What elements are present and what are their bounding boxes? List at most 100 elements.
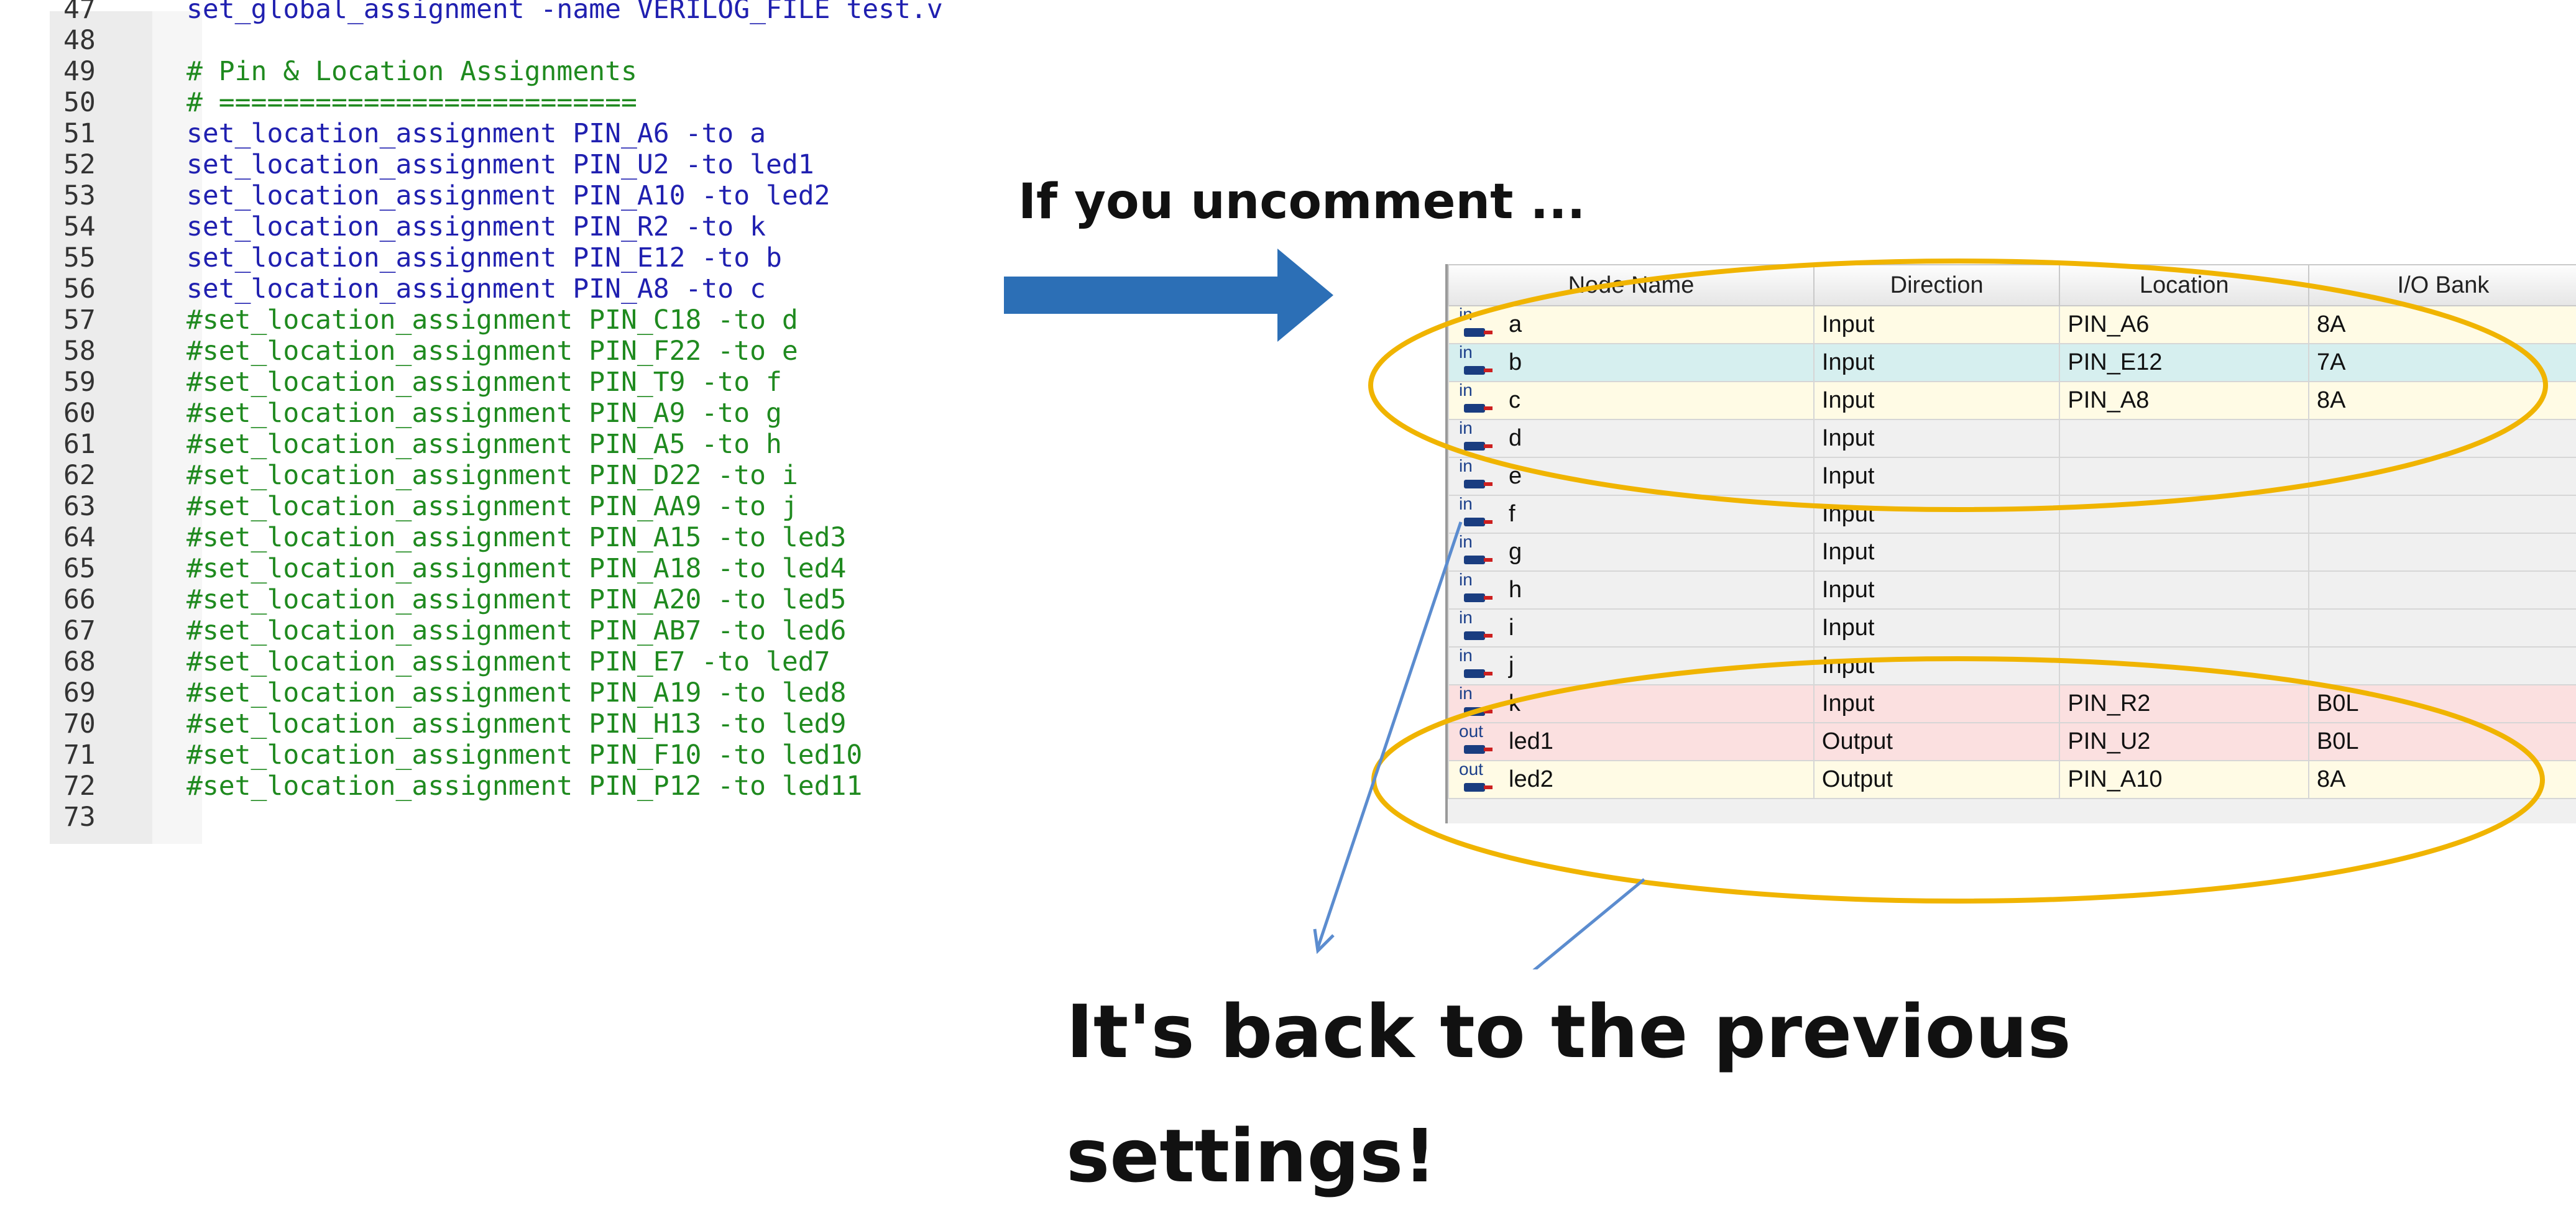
- code-text: #set_location_assignment PIN_A9 -to g: [186, 398, 782, 429]
- code-line: 73: [50, 802, 1019, 833]
- code-text: # ==========================: [186, 87, 637, 118]
- pin-direction-label: in: [1459, 683, 1473, 703]
- right-arrow-icon: [1004, 249, 1333, 342]
- code-line: 60 #set_location_assignment PIN_A9 -to g: [50, 398, 1019, 429]
- pin-body-shape: [1464, 327, 1485, 337]
- cell-location[interactable]: [2059, 419, 2309, 458]
- cell-io-bank[interactable]: 7A: [2307, 343, 2576, 382]
- cell-location[interactable]: PIN_R2: [2059, 684, 2309, 723]
- code-text: #set_location_assignment PIN_F10 -to led…: [186, 740, 863, 771]
- cell-direction[interactable]: Input: [1813, 305, 2061, 344]
- cell-io-bank[interactable]: [2307, 495, 2576, 534]
- highlight-ellipse-bottom: [1371, 656, 2545, 904]
- input-pin-icon: in: [1456, 380, 1500, 416]
- cell-io-bank[interactable]: 8A: [2307, 381, 2576, 420]
- code-text: #set_location_assignment PIN_T9 -to f: [186, 367, 782, 398]
- cell-direction[interactable]: Input: [1813, 343, 2061, 382]
- cell-location[interactable]: PIN_U2: [2059, 722, 2309, 761]
- output-pin-icon: out: [1456, 721, 1500, 758]
- output-pin-icon: out: [1456, 759, 1500, 795]
- pin-planner-panel[interactable]: Node Name Direction Location I/O Bank in…: [1445, 264, 2576, 823]
- pin-body-shape: [1464, 479, 1485, 488]
- code-line: 71#set_location_assignment PIN_F10 -to l…: [50, 740, 1019, 771]
- cell-io-bank[interactable]: [2307, 533, 2576, 572]
- pin-direction-label: out: [1459, 759, 1483, 779]
- code-text: #set_location_assignment PIN_A15 -to led…: [186, 522, 847, 553]
- line-number: 72: [63, 771, 96, 802]
- cell-direction[interactable]: Input: [1813, 684, 2061, 723]
- cell-location[interactable]: PIN_E12: [2059, 343, 2309, 382]
- line-number: 60: [63, 398, 96, 429]
- code-line: 63#set_location_assignment PIN_AA9 -to j: [50, 491, 1019, 522]
- column-header-direction[interactable]: Direction: [1813, 264, 2061, 306]
- pin-direction-label: in: [1459, 645, 1473, 665]
- cell-direction[interactable]: Input: [1813, 495, 2061, 534]
- input-pin-icon: in: [1456, 456, 1500, 492]
- pin-tip-shape: [1484, 406, 1493, 410]
- cell-location[interactable]: PIN_A10: [2059, 760, 2309, 799]
- cell-io-bank[interactable]: [2307, 419, 2576, 458]
- cell-location[interactable]: [2059, 533, 2309, 572]
- cell-direction[interactable]: Output: [1813, 722, 2061, 761]
- cell-io-bank[interactable]: [2307, 608, 2576, 648]
- cell-io-bank[interactable]: [2307, 570, 2576, 610]
- line-number: 68: [63, 646, 96, 677]
- code-line: 59#set_location_assignment PIN_T9 -to f: [50, 367, 1019, 398]
- cell-location[interactable]: [2059, 570, 2309, 610]
- cell-direction[interactable]: Input: [1813, 419, 2061, 458]
- pointer-line-right: [1519, 878, 1645, 983]
- input-pin-icon: in: [1456, 570, 1500, 606]
- cell-location[interactable]: PIN_A6: [2059, 305, 2309, 344]
- line-number: 55: [63, 242, 96, 273]
- column-header-io-bank[interactable]: I/O Bank: [2307, 264, 2576, 306]
- pointer-line-left-head: [1313, 928, 1335, 955]
- cell-direction[interactable]: Input: [1813, 608, 2061, 648]
- cell-direction[interactable]: Input: [1813, 457, 2061, 496]
- cell-direction[interactable]: Input: [1813, 646, 2061, 685]
- cell-location[interactable]: [2059, 608, 2309, 648]
- pin-direction-label: in: [1459, 569, 1473, 589]
- pin-direction-label: out: [1459, 721, 1483, 741]
- cell-location[interactable]: PIN_A8: [2059, 381, 2309, 420]
- column-header-node-name[interactable]: Node Name: [1448, 264, 1815, 306]
- cell-direction[interactable]: Input: [1813, 533, 2061, 572]
- cell-direction[interactable]: Input: [1813, 381, 2061, 420]
- cell-direction[interactable]: Output: [1813, 760, 2061, 799]
- code-text: #set_location_assignment PIN_C18 -to d: [186, 304, 798, 336]
- pin-tip-shape: [1484, 747, 1493, 751]
- cell-direction[interactable]: Input: [1813, 570, 2061, 610]
- pointer-line-left: [1316, 521, 1463, 948]
- cell-io-bank[interactable]: 8A: [2307, 760, 2576, 799]
- line-number: 54: [63, 211, 96, 242]
- code-line: 62#set_location_assignment PIN_D22 -to i: [50, 460, 1019, 491]
- cell-io-bank[interactable]: [2307, 646, 2576, 685]
- cell-io-bank[interactable]: 8A: [2307, 305, 2576, 344]
- pin-body-shape: [1464, 669, 1485, 678]
- line-number: 57: [63, 304, 96, 336]
- code-line: 69#set_location_assignment PIN_A19 -to l…: [50, 677, 1019, 708]
- line-number: 65: [63, 553, 96, 584]
